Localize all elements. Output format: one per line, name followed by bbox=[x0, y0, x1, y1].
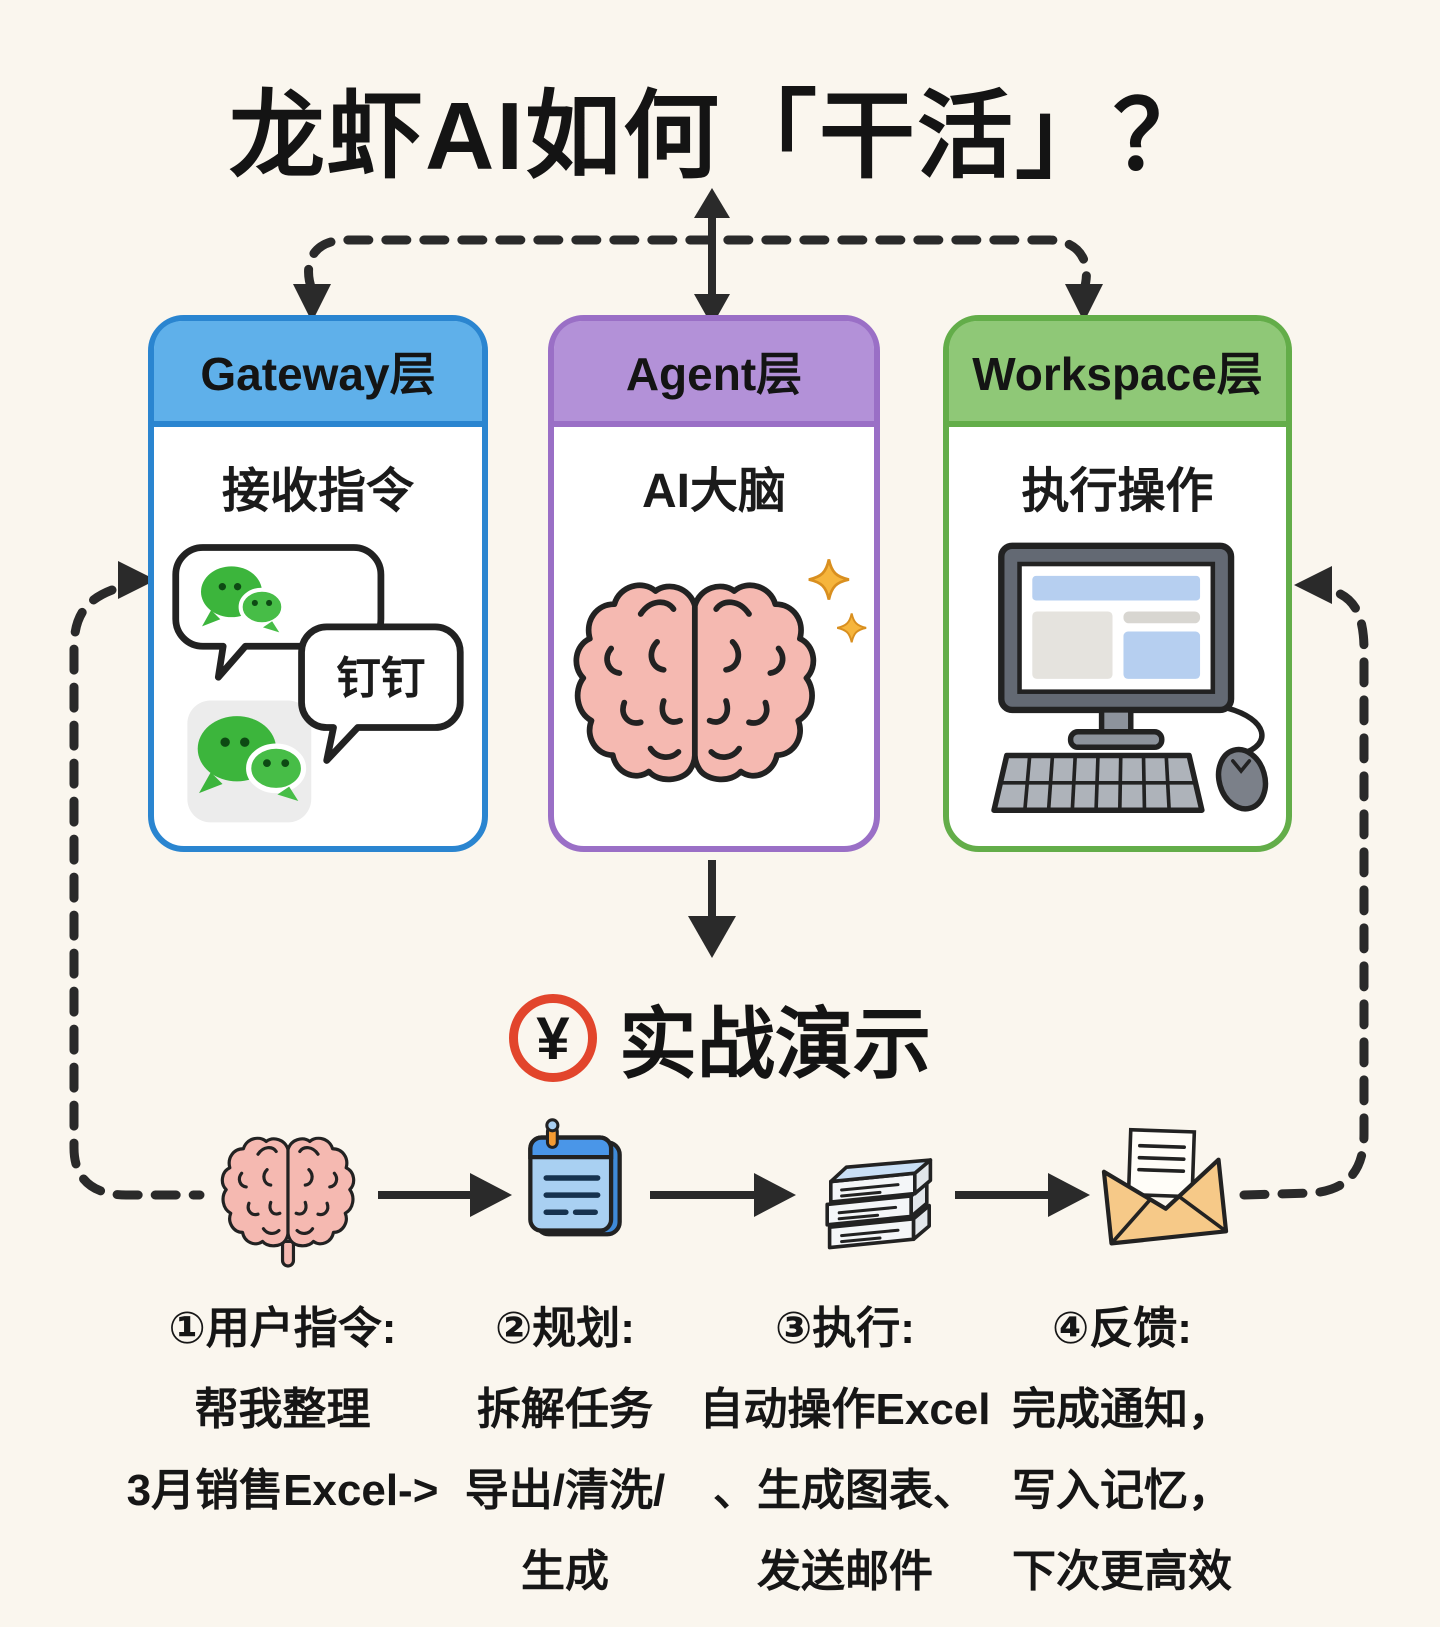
step-line: 写入记忆， bbox=[1012, 1466, 1232, 1515]
layer-subtitle: AI大脑 bbox=[641, 465, 786, 518]
brain-icon bbox=[213, 1126, 363, 1268]
step-line: 完成通知， bbox=[1012, 1385, 1232, 1434]
brain-icon bbox=[559, 558, 868, 823]
step-line: ③执行: bbox=[775, 1304, 915, 1353]
layer-title: Workspace层 bbox=[972, 348, 1263, 400]
step-column-1: ①用户指令: 帮我整理 3月销售Excel-> bbox=[85, 1288, 480, 1531]
notepad-icon bbox=[528, 1118, 622, 1237]
demo-title: 实战演示 bbox=[618, 1000, 931, 1088]
demo-heading: ¥ 实战演示 bbox=[0, 982, 1440, 1094]
step-column-4: ④反馈: 完成通知， 写入记忆， 下次更高效 bbox=[967, 1288, 1277, 1612]
step-line: 帮我整理 bbox=[194, 1385, 371, 1434]
step-line: 自动操作Excel bbox=[699, 1385, 991, 1434]
yen-badge-icon: ¥ bbox=[508, 994, 597, 1082]
documents-stack-icon bbox=[825, 1158, 933, 1250]
layer-title: Gateway层 bbox=[200, 348, 436, 400]
layer-title: Agent层 bbox=[625, 348, 803, 400]
yen-symbol: ¥ bbox=[536, 1004, 570, 1072]
step-line: 发送邮件 bbox=[757, 1547, 933, 1596]
step-line: 生成 bbox=[521, 1547, 609, 1596]
step-line: 拆解任务 bbox=[477, 1385, 653, 1434]
layer-header-workspace: Workspace层 bbox=[949, 321, 1286, 427]
step-column-3: ③执行: 自动操作Excel 、生成图表、 发送邮件 bbox=[655, 1288, 1035, 1612]
layer-subtitle: 接收指令 bbox=[221, 465, 414, 518]
step-line: 3月销售Excel-> bbox=[126, 1466, 439, 1515]
step-line: 下次更高效 bbox=[1012, 1547, 1232, 1596]
page-title: 龙虾AI如何「干活」？ bbox=[229, 83, 1211, 190]
step-line: ④反馈: bbox=[1052, 1304, 1192, 1353]
computer-icon bbox=[990, 542, 1268, 813]
layer-header-agent: Agent层 bbox=[554, 321, 874, 427]
layer-card-workspace: Workspace层 执行操作 bbox=[943, 315, 1292, 852]
layer-header-gateway: Gateway层 bbox=[154, 321, 482, 427]
layer-subtitle: 执行操作 bbox=[1021, 465, 1214, 518]
step-line: ①用户指令: bbox=[168, 1304, 397, 1353]
envelope-icon bbox=[1101, 1127, 1229, 1246]
layer-card-agent: Agent层 AI大脑 bbox=[548, 315, 880, 852]
step-column-2: ②规划: 拆解任务 导出/清洗/ 生成 bbox=[415, 1288, 715, 1612]
chat-bubbles-icon: 钉钉 bbox=[172, 544, 464, 823]
step-line: ②规划: bbox=[495, 1304, 635, 1353]
dingtalk-label: 钉钉 bbox=[336, 655, 425, 704]
step-line: 、生成图表、 bbox=[713, 1466, 977, 1515]
step-line: 导出/清洗/ bbox=[464, 1466, 666, 1515]
layer-card-gateway: Gateway层 接收指令 钉钉 bbox=[148, 315, 488, 852]
